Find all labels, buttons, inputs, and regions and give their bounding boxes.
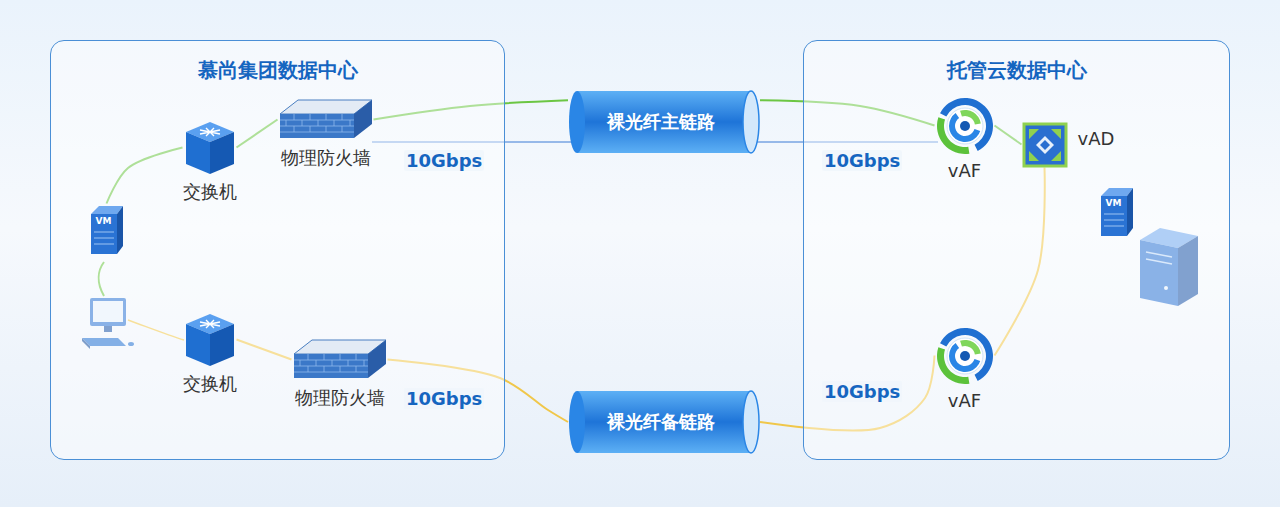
switch-icon <box>184 312 236 368</box>
vad-icon <box>1022 122 1068 168</box>
link-name: 裸光纤主链路 <box>568 90 760 154</box>
firewall-node: 物理防火墙 <box>278 98 374 170</box>
device-label: vAD <box>1078 128 1115 149</box>
vm-node: VM <box>89 204 125 256</box>
device-label: vAF <box>948 390 981 411</box>
region-title: 托管云数据中心 <box>804 41 1229 84</box>
vaf-icon <box>935 96 995 156</box>
fiber-link: 裸光纤备链路 <box>568 390 760 454</box>
device-label: 交换机 <box>183 180 237 204</box>
device-label: 物理防火墙 <box>281 146 371 170</box>
bandwidth-label: 10Gbps <box>404 388 484 409</box>
vm-icon <box>89 204 125 256</box>
vaf-node: vAF <box>935 326 995 411</box>
vm-label: VM <box>1101 199 1127 208</box>
firewall-icon <box>278 98 374 142</box>
fiber-link: 裸光纤主链路 <box>568 90 760 154</box>
firewall-icon <box>292 338 388 382</box>
firewall-node: 物理防火墙 <box>292 338 388 410</box>
region-title: 慕尚集团数据中心 <box>51 41 504 84</box>
vm-node: VM <box>1099 186 1135 238</box>
vm-icon <box>1099 186 1135 238</box>
vaf-icon <box>935 326 995 386</box>
switch-node: 交换机 <box>183 312 237 396</box>
vaf-node: vAF <box>935 96 995 181</box>
switch-icon <box>184 120 236 176</box>
link-name: 裸光纤备链路 <box>568 390 760 454</box>
bandwidth-label: 10Gbps <box>404 150 484 171</box>
vm-label: VM <box>91 217 117 226</box>
device-label: 物理防火墙 <box>295 386 385 410</box>
bandwidth-label: 10Gbps <box>822 150 902 171</box>
switch-node: 交换机 <box>183 120 237 204</box>
device-label: vAF <box>948 160 981 181</box>
bandwidth-label: 10Gbps <box>822 381 902 402</box>
device-label: 交换机 <box>183 372 237 396</box>
vad-node: vAD <box>1022 122 1115 168</box>
